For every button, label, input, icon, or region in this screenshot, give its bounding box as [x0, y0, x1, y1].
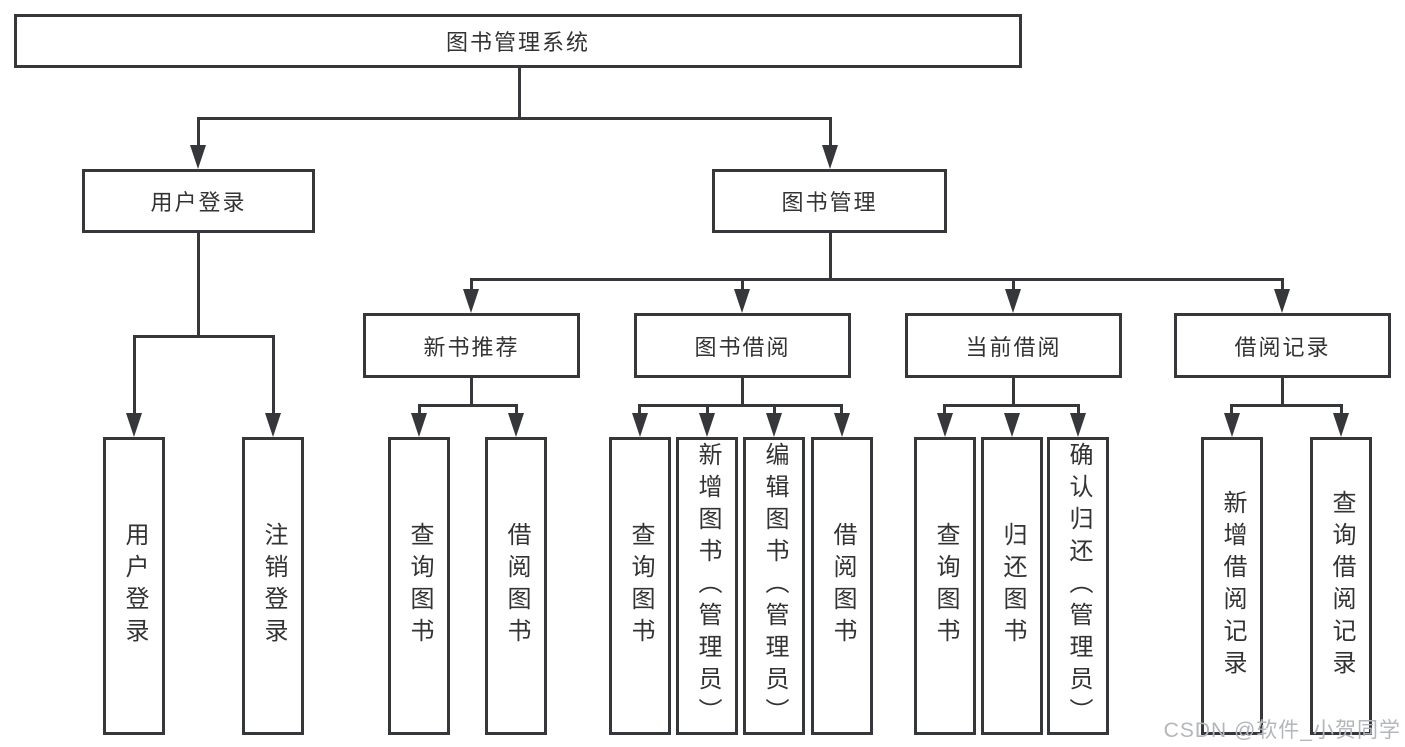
- connector-line: [1340, 404, 1343, 416]
- arrow-down-icon: [1224, 413, 1240, 437]
- leaf-query-books-borrow-label: 查询图书: [627, 522, 654, 650]
- leaf-query-books-current: 查询图书: [914, 437, 976, 735]
- leaf-logout-label: 注销登录: [260, 522, 287, 650]
- connector-line: [943, 404, 1080, 407]
- leaf-add-borrow-record-label: 新增借阅记录: [1219, 490, 1246, 682]
- node-user-login: 用户登录: [82, 169, 315, 233]
- node-new-book-recommend: 新书推荐: [363, 313, 580, 378]
- leaf-user-login-label: 用户登录: [121, 522, 148, 650]
- arrow-down-icon: [126, 413, 142, 437]
- arrow-down-icon: [508, 413, 524, 437]
- connector-line: [272, 335, 275, 415]
- connector-line: [638, 404, 641, 416]
- connector-line: [197, 117, 200, 148]
- leaf-query-borrow-record: 查询借阅记录: [1310, 437, 1372, 735]
- leaf-query-books-current-label: 查询图书: [932, 522, 959, 650]
- arrow-down-icon: [734, 289, 750, 313]
- leaf-query-books-recommend: 查询图书: [388, 437, 450, 735]
- leaf-add-book-admin: 新增图书（管理员）: [676, 437, 738, 735]
- connector-line: [133, 335, 136, 415]
- leaf-confirm-return-admin: 确认归还（管理员）: [1047, 437, 1109, 735]
- connector-line: [1230, 404, 1233, 416]
- arrow-down-icon: [699, 413, 715, 437]
- leaf-borrow-books-recommend-label: 借阅图书: [503, 522, 530, 650]
- node-user-login-label: 用户登录: [150, 190, 247, 215]
- connector-line: [470, 377, 473, 407]
- connector-line: [133, 335, 275, 338]
- csdn-watermark: CSDN @软件_小贺同学: [1163, 719, 1401, 742]
- arrow-down-icon: [1004, 413, 1020, 437]
- connector-line: [197, 232, 200, 337]
- node-borrow-records-label: 借阅记录: [1234, 334, 1331, 360]
- connector-line: [418, 404, 518, 407]
- arrow-down-icon: [265, 413, 281, 437]
- leaf-confirm-return-admin-label: 确认归还（管理员）: [1065, 442, 1092, 730]
- arrow-down-icon: [822, 145, 838, 169]
- connector-line: [773, 404, 776, 416]
- leaf-edit-book-admin: 编辑图书（管理员）: [743, 437, 805, 735]
- node-book-management: 图书管理: [712, 169, 947, 233]
- node-borrow-records: 借阅记录: [1174, 313, 1391, 378]
- arrow-down-icon: [834, 413, 850, 437]
- leaf-add-borrow-record: 新增借阅记录: [1201, 437, 1263, 735]
- leaf-user-login: 用户登录: [103, 437, 165, 735]
- node-book-management-label: 图书管理: [781, 190, 878, 215]
- connector-line: [197, 117, 832, 120]
- connector-line: [470, 278, 473, 292]
- arrow-down-icon: [937, 413, 953, 437]
- connector-line: [1281, 377, 1284, 407]
- connector-line: [706, 404, 709, 416]
- connector-line: [418, 404, 421, 416]
- leaf-query-books-borrow: 查询图书: [609, 437, 671, 735]
- leaf-borrow-books-borrow-label: 借阅图书: [829, 522, 856, 650]
- connector-line: [943, 404, 946, 416]
- connector-line: [638, 404, 843, 407]
- connector-line: [1230, 404, 1343, 407]
- arrow-down-icon: [463, 289, 479, 313]
- connector-line: [829, 117, 832, 148]
- arrow-down-icon: [1005, 289, 1021, 313]
- arrow-down-icon: [1274, 289, 1290, 313]
- leaf-edit-book-admin-label: 编辑图书（管理员）: [761, 442, 788, 730]
- leaf-return-book: 归还图书: [981, 437, 1043, 735]
- connector-line: [518, 67, 521, 118]
- leaf-return-book-label: 归还图书: [999, 522, 1026, 650]
- connector-line: [1281, 278, 1284, 292]
- connector-line: [840, 404, 843, 416]
- arrow-down-icon: [411, 413, 427, 437]
- node-current-borrow: 当前借阅: [905, 313, 1122, 378]
- connector-line: [741, 278, 744, 292]
- leaf-query-books-recommend-label: 查询图书: [406, 522, 433, 650]
- connector-line: [829, 232, 832, 279]
- connector-line: [1077, 404, 1080, 416]
- leaf-borrow-books-borrow: 借阅图书: [811, 437, 873, 735]
- arrow-down-icon: [766, 413, 782, 437]
- node-book-borrow-label: 图书借阅: [694, 334, 791, 360]
- leaf-logout: 注销登录: [242, 437, 304, 735]
- leaf-query-borrow-record-label: 查询借阅记录: [1328, 490, 1355, 682]
- node-root-label: 图书管理系统: [445, 30, 590, 55]
- arrow-down-icon: [190, 145, 206, 169]
- leaf-add-book-admin-label: 新增图书（管理员）: [694, 442, 721, 730]
- arrow-down-icon: [1070, 413, 1086, 437]
- node-book-borrow: 图书借阅: [634, 313, 851, 378]
- connector-line: [515, 404, 518, 416]
- node-new-book-recommend-label: 新书推荐: [423, 334, 520, 360]
- connector-line: [741, 377, 744, 407]
- connector-line: [470, 278, 1284, 281]
- arrow-down-icon: [1333, 413, 1349, 437]
- connector-line: [1012, 377, 1015, 407]
- node-root: 图书管理系统: [14, 14, 1022, 68]
- node-current-borrow-label: 当前借阅: [965, 334, 1062, 360]
- leaf-borrow-books-recommend: 借阅图书: [485, 437, 547, 735]
- connector-line: [1012, 278, 1015, 292]
- arrow-down-icon: [632, 413, 648, 437]
